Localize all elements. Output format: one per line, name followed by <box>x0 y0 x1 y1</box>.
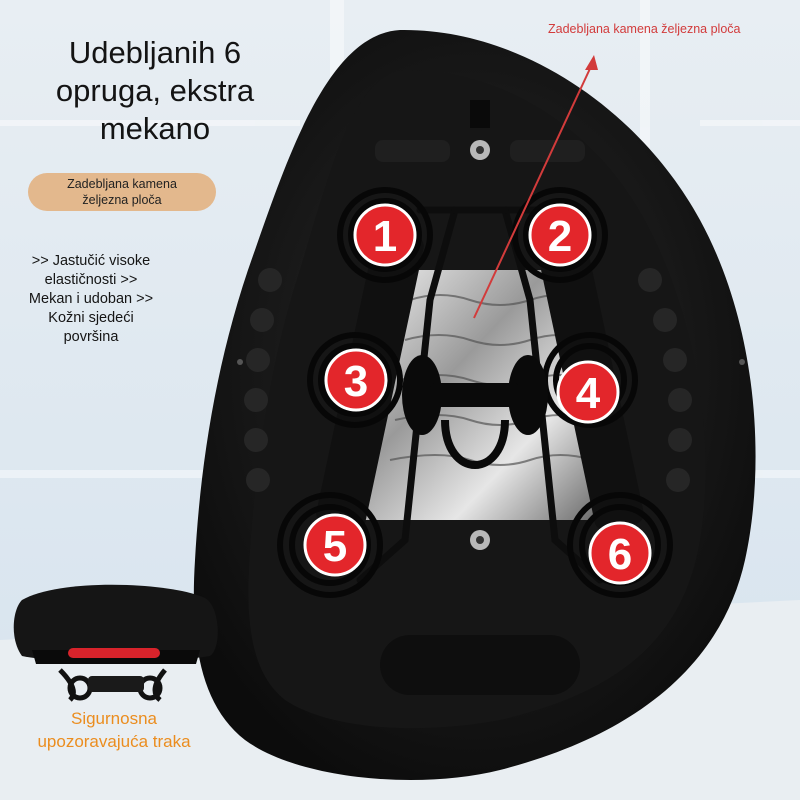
headline-line: Udebljanih 6 <box>68 35 242 70</box>
shell-ridges <box>244 268 692 492</box>
feature-line: >> Jastučić visoke <box>31 253 151 269</box>
feature-line: Kožni sjedeći <box>48 310 134 326</box>
safety-reflector <box>68 648 160 658</box>
pill-line: željezna ploča <box>82 193 162 207</box>
arrow-callout-label: Zadebljana kamena željezna ploča <box>548 22 741 36</box>
callout-arrow <box>473 59 595 319</box>
side-view-saddle <box>13 584 218 702</box>
feature-line: površina <box>63 329 119 345</box>
headline-line: mekano <box>99 111 211 146</box>
warning-line: Sigurnosna <box>70 709 157 728</box>
plate-pill-label: Zadebljana kamena željezna ploča <box>28 173 216 211</box>
headline: Udebljanih 6 opruga, ekstra mekano <box>30 34 280 148</box>
pill-line: Zadebljana kamena <box>67 177 177 191</box>
warning-line: upozoravajuća traka <box>37 732 191 751</box>
headline-line: opruga, ekstra <box>55 73 255 108</box>
feature-line: Mekan i udoban >> <box>28 291 154 307</box>
feature-list: >> Jastučić visoke elastičnosti >> Mekan… <box>6 252 176 347</box>
safety-strip-label: Sigurnosna upozoravajuća traka <box>14 707 214 753</box>
feature-line: elastičnosti >> <box>44 272 138 288</box>
